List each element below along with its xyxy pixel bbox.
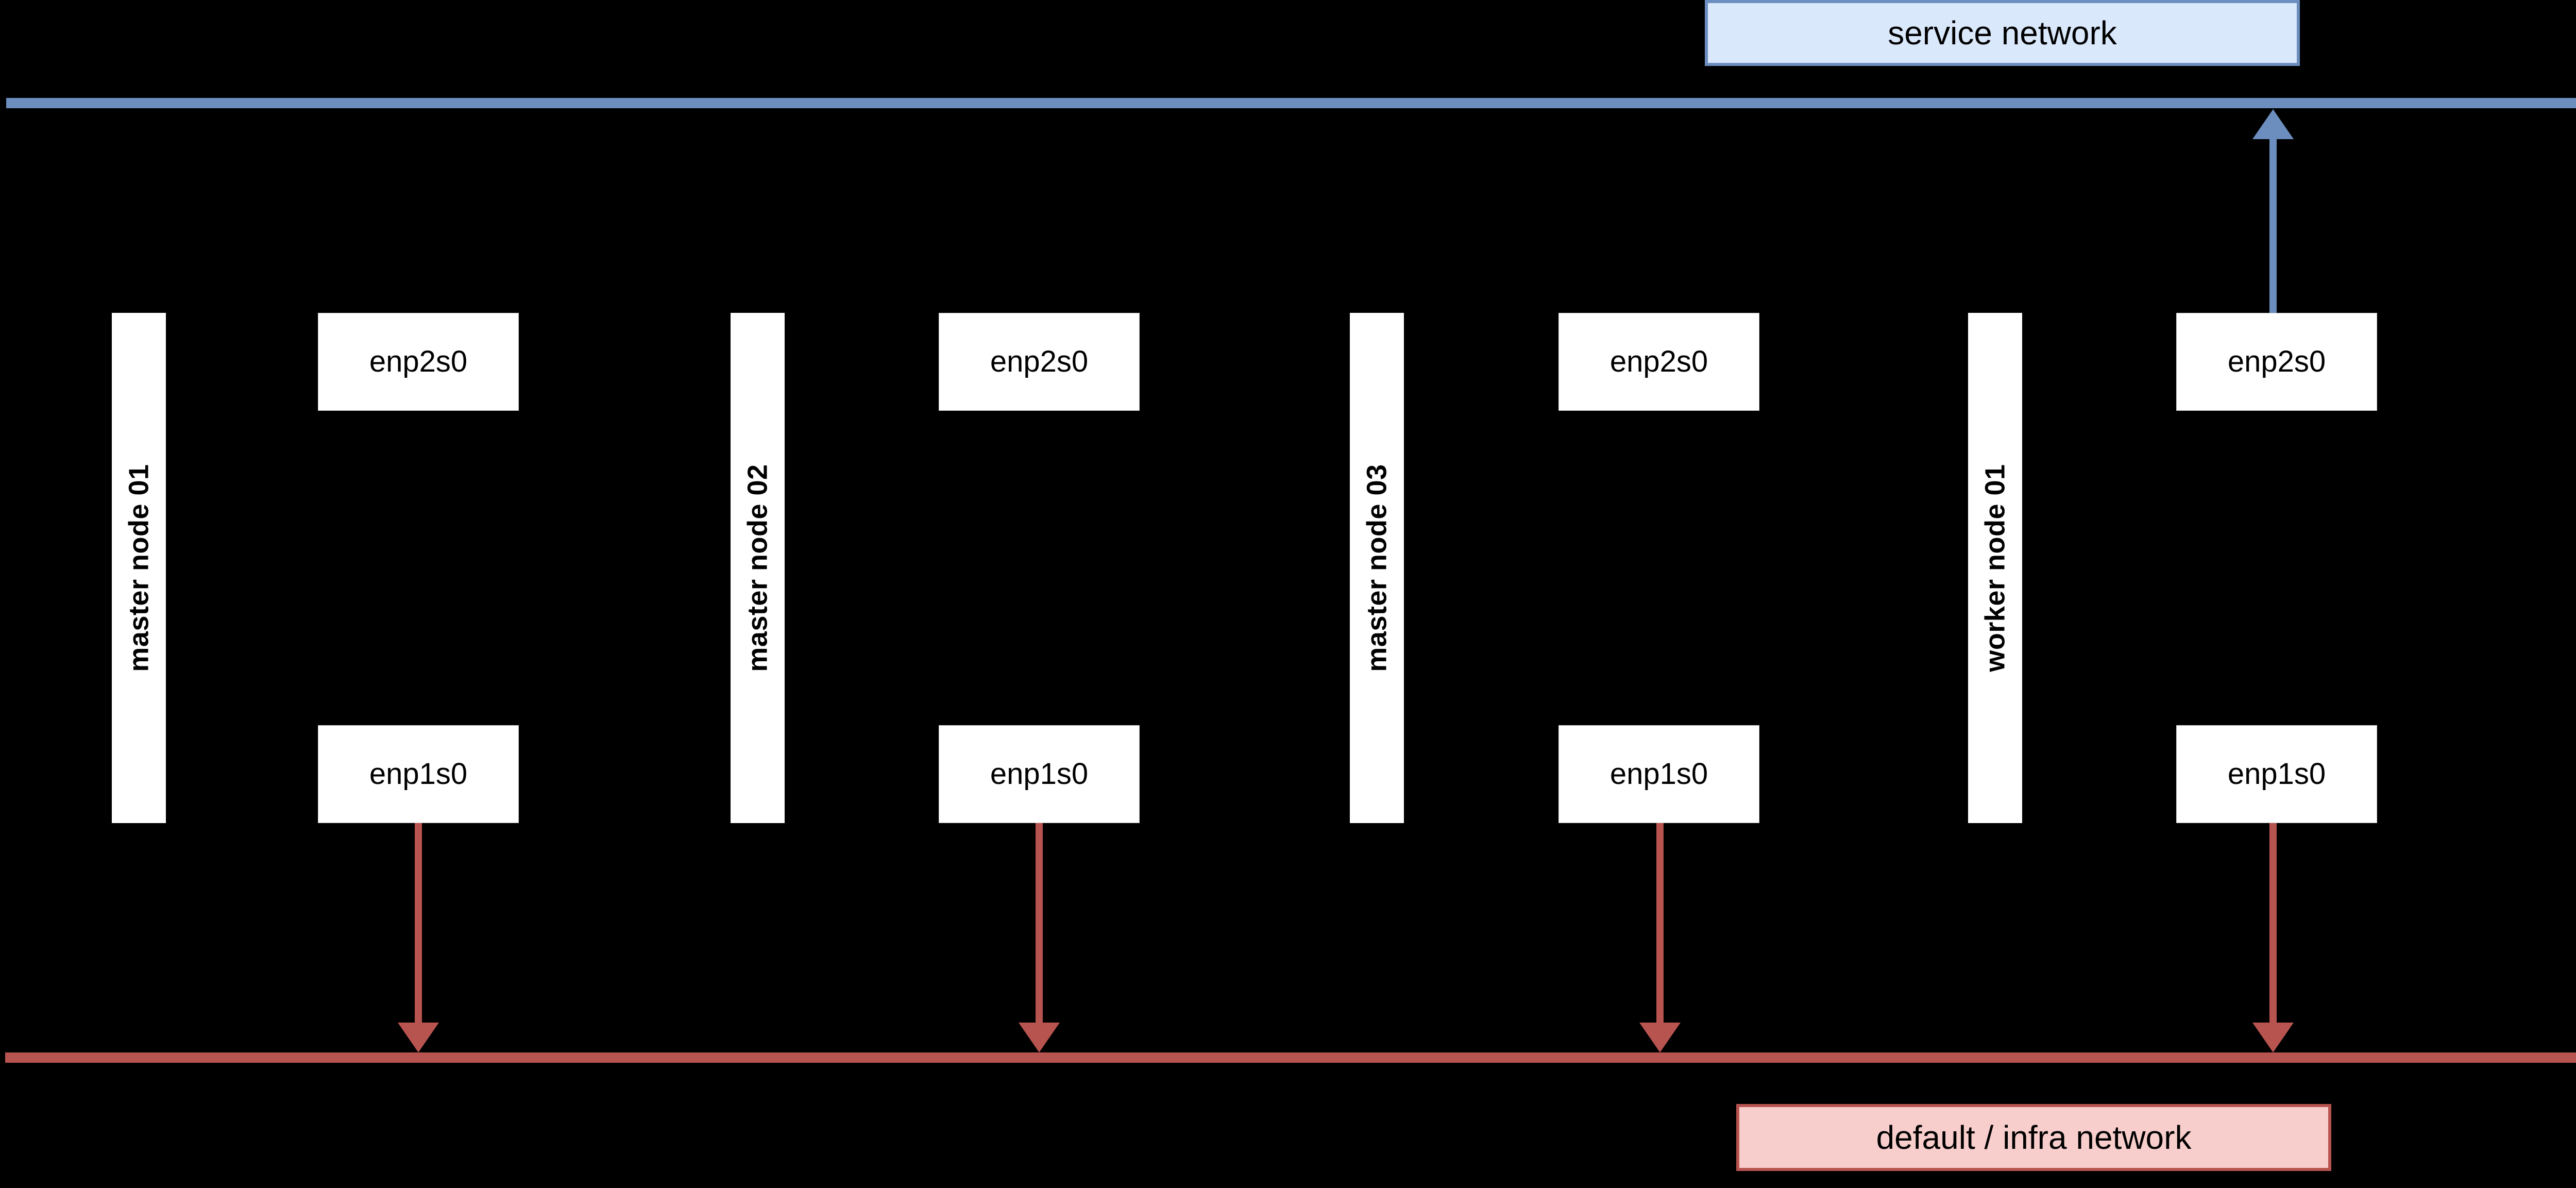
node-label: worker node 01 bbox=[1979, 464, 2011, 672]
node-label: master node 02 bbox=[742, 464, 773, 672]
nic-box-enp2s0[interactable]: enp2s0 bbox=[318, 313, 519, 411]
nic-box-enp1s0[interactable]: enp1s0 bbox=[318, 725, 519, 823]
node-bar-3[interactable]: worker node 01 bbox=[1968, 313, 2022, 823]
network-bus-infra bbox=[5, 1052, 2576, 1063]
node-bar-2[interactable]: master node 03 bbox=[1350, 313, 1404, 823]
network-label-service[interactable]: service network bbox=[1705, 0, 2300, 66]
node-bar-1[interactable]: master node 02 bbox=[731, 313, 785, 823]
infra-downlink-arrow-0 bbox=[396, 823, 441, 1052]
nic-box-enp2s0[interactable]: enp2s0 bbox=[1558, 313, 1759, 411]
infra-downlink-arrow-1 bbox=[1016, 823, 1062, 1052]
node-label: master node 01 bbox=[123, 464, 155, 672]
nic-box-enp1s0[interactable]: enp1s0 bbox=[2176, 725, 2377, 823]
network-label-infra[interactable]: default / infra network bbox=[1736, 1104, 2331, 1171]
node-bar-0[interactable]: master node 01 bbox=[112, 313, 166, 823]
service-uplink-arrow-3 bbox=[2250, 109, 2296, 313]
node-label: master node 03 bbox=[1361, 464, 1393, 672]
nic-box-enp2s0[interactable]: enp2s0 bbox=[2176, 313, 2377, 411]
nic-box-enp2s0[interactable]: enp2s0 bbox=[939, 313, 1140, 411]
infra-downlink-arrow-3 bbox=[2250, 823, 2296, 1052]
infra-downlink-arrow-2 bbox=[1637, 823, 1683, 1052]
network-bus-service bbox=[6, 98, 2576, 108]
nic-box-enp1s0[interactable]: enp1s0 bbox=[1558, 725, 1759, 823]
nic-box-enp1s0[interactable]: enp1s0 bbox=[939, 725, 1140, 823]
